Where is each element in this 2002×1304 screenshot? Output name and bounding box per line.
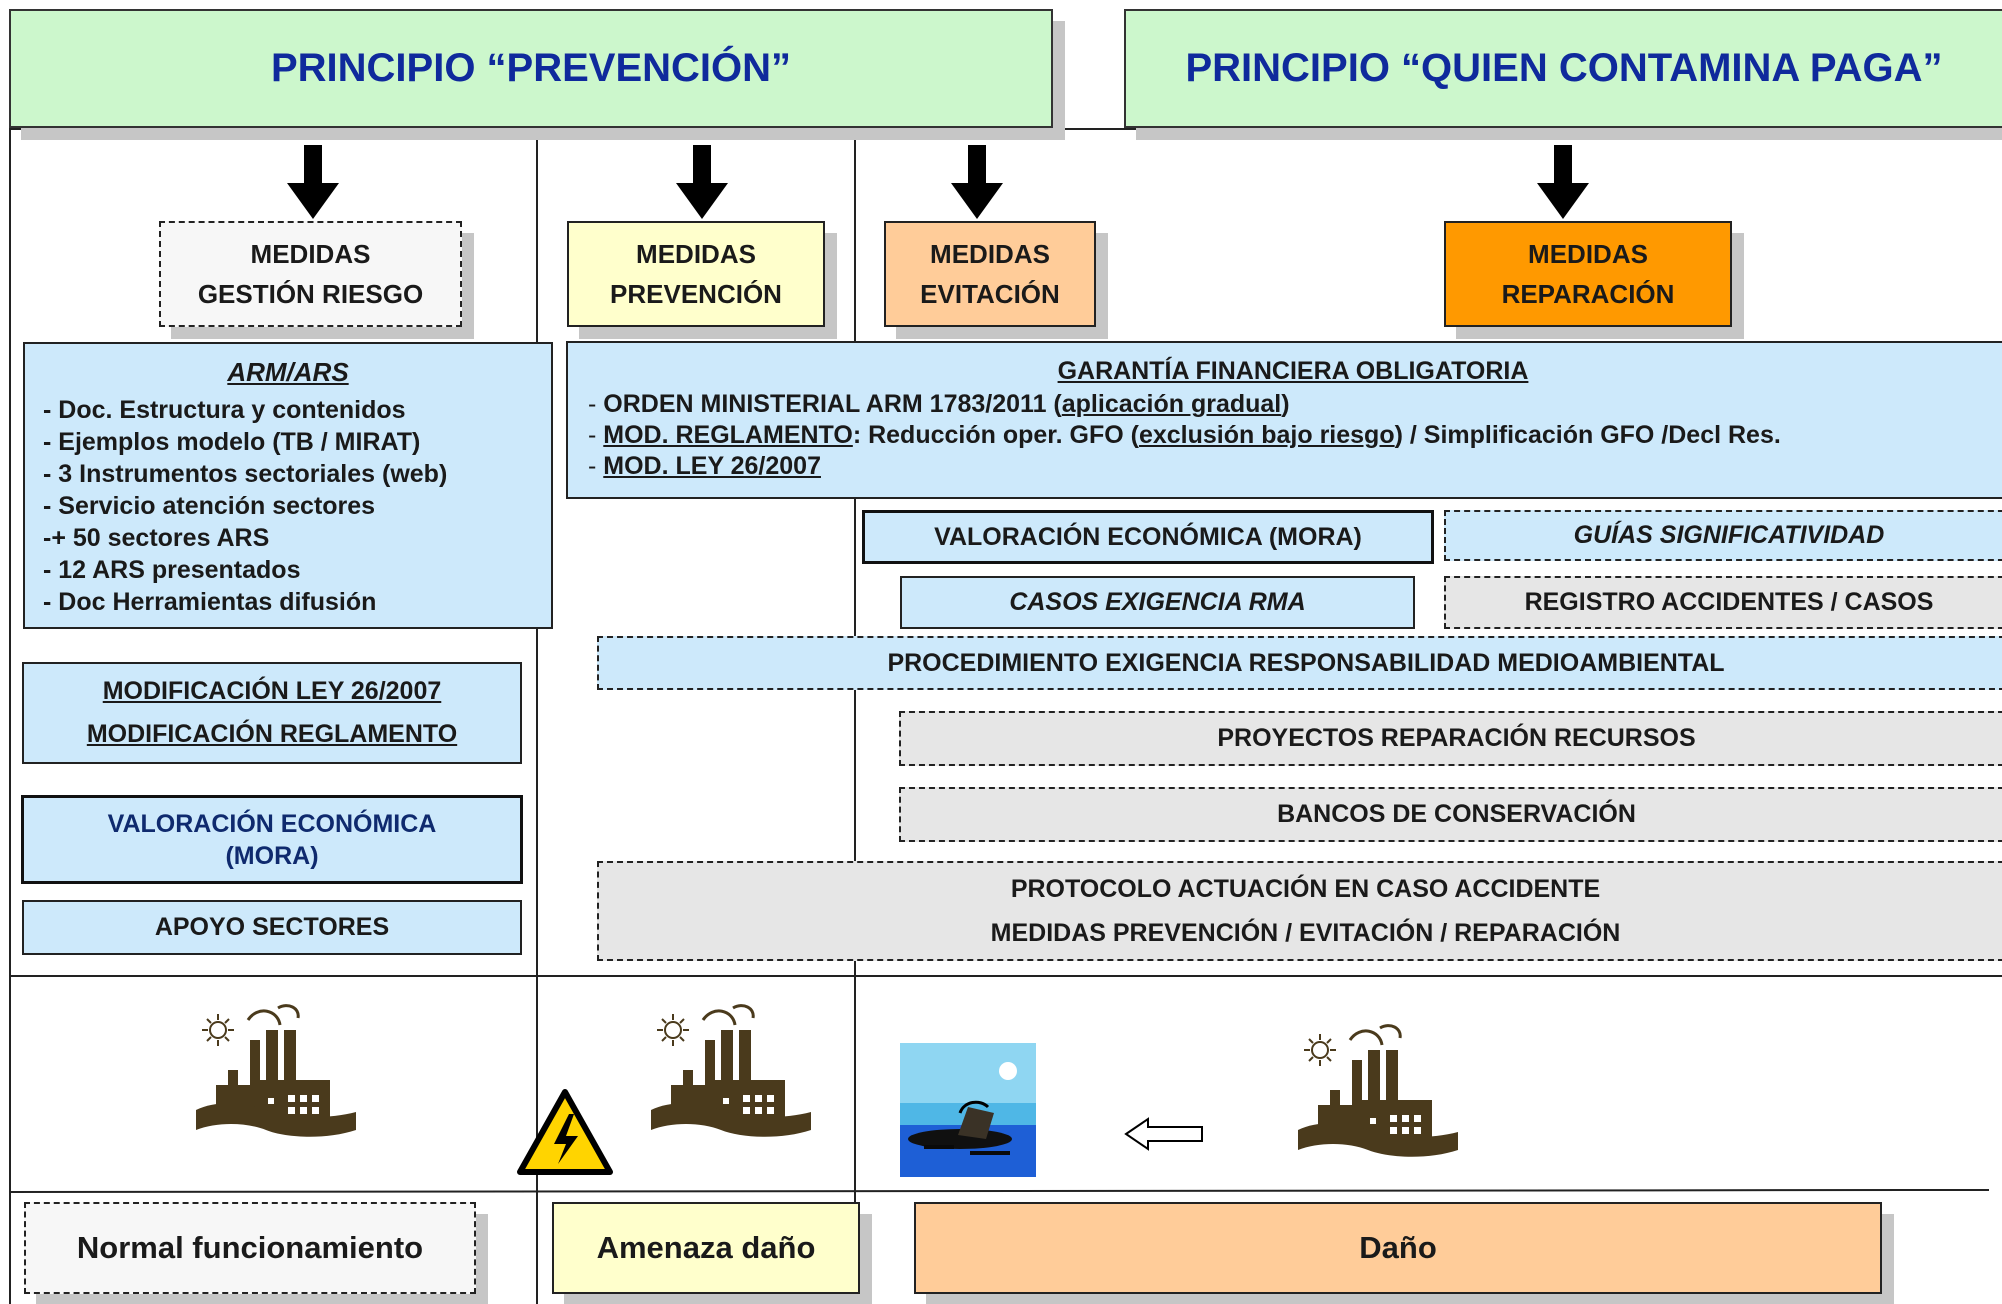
factory-icon (1298, 1024, 1458, 1157)
header-principio-quien-contamina: PRINCIPIO “QUIEN CONTAMINA PAGA” (1124, 9, 2002, 128)
bancos-label: BANCOS DE CONSERVACIÓN (1277, 800, 1636, 828)
list-item: - 3 Instrumentos sectoriales (web) (43, 460, 448, 488)
frame-top-line (9, 128, 2002, 130)
frame-left-line (9, 128, 11, 1304)
apoyo-sectores-label: APOYO SECTORES (154, 913, 390, 941)
procedimiento-exigencia-box: PROCEDIMIENTO EXIGENCIA RESPONSABILIDAD … (597, 636, 2002, 690)
modificacion-box: MODIFICACIÓN LEY 26/2007 MODIFICACIÓN RE… (22, 662, 522, 764)
header-principio-prevencion: PRINCIPIO “PREVENCIÓN” (9, 9, 1053, 128)
valoracion-left-label-2: (MORA) (225, 841, 319, 870)
medidas-prevencion-label-1: MEDIDAS (636, 239, 756, 269)
medidas-gestion-label-2: GESTIÓN RIESGO (197, 279, 424, 309)
procedimiento-label: PROCEDIMIENTO EXIGENCIA RESPONSABILIDAD … (887, 648, 1725, 677)
medidas-gestion-riesgo-box: MEDIDAS GESTIÓN RIESGO (159, 221, 462, 327)
valoracion-mora-label: VALORACIÓN ECONÓMICA (MORA) (934, 522, 1362, 551)
high-voltage-icon (517, 1089, 613, 1175)
left-arrow-icon (1124, 1117, 1203, 1151)
protocolo-line-2: MEDIDAS PREVENCIÓN / EVITACIÓN / REPARAC… (990, 918, 1621, 947)
list-item: - 12 ARS presentados (43, 556, 301, 584)
mod-reglamento-label: MOD. REGLAMENTO (603, 421, 853, 449)
down-arrow-icon (1537, 145, 1589, 219)
medidas-evitacion-label-1: MEDIDAS (930, 239, 1050, 269)
proyectos-reparacion-box: PROYECTOS REPARACIÓN RECURSOS (899, 711, 2002, 766)
down-arrow-icon (951, 145, 1003, 219)
stage-normal-funcionamiento: Normal funcionamiento (24, 1202, 476, 1294)
protocolo-actuacion-box: PROTOCOLO ACTUACIÓN EN CASO ACCIDENTE ME… (597, 861, 2002, 961)
garantia-line-3: - MOD. LEY 26/2007 (588, 451, 2002, 482)
guias-significatividad-box: GUÍAS SIGNIFICATIVIDAD (1444, 510, 2002, 561)
medidas-reparacion-box: MEDIDAS REPARACIÓN (1444, 221, 1732, 327)
modificacion-reglamento-label: MODIFICACIÓN REGLAMENTO (86, 720, 458, 748)
valoracion-economica-left-box: VALORACIÓN ECONÓMICA (MORA) (21, 795, 523, 884)
modificacion-ley-label: MODIFICACIÓN LEY 26/2007 (102, 677, 442, 705)
frame-mid-line (9, 975, 2002, 977)
stage-dano: Daño (914, 1202, 1882, 1294)
registro-accidentes-box: REGISTRO ACCIDENTES / CASOS (1444, 576, 2002, 629)
factory-icon (651, 1004, 811, 1137)
valoracion-mora-box: VALORACIÓN ECONÓMICA (MORA) (862, 510, 1434, 564)
guias-label: GUÍAS SIGNIFICATIVIDAD (1573, 521, 1885, 549)
garantia-dash: - (588, 421, 604, 449)
stage-amenaza-dano: Amenaza daño (552, 1202, 860, 1294)
list-item: - Ejemplos modelo (TB / MIRAT) (43, 428, 421, 456)
mod-ley-label: MOD. LEY 26/2007 (603, 452, 821, 480)
medidas-prevencion-label-2: PREVENCIÓN (610, 279, 782, 309)
garantia-financiera-box: GARANTÍA FINANCIERA OBLIGATORIA - ORDEN … (566, 341, 2002, 499)
header-prevencion-text: PRINCIPIO “PREVENCIÓN” (270, 46, 792, 90)
frame-divider-2 (854, 128, 856, 1304)
protocolo-line-1: PROTOCOLO ACTUACIÓN EN CASO ACCIDENTE (1010, 874, 1601, 903)
frame-divider-1 (536, 128, 538, 1304)
oil-spill-icon (900, 1043, 1036, 1177)
list-item: -+ 50 sectores ARS (43, 524, 270, 552)
garantia-dash: - (588, 452, 604, 480)
frame-bottom-line (8, 1188, 1990, 1194)
garantia-dash: - (588, 390, 604, 418)
stage-amenaza-label: Amenaza daño (596, 1230, 816, 1265)
garantia-line1-end: ) (1281, 390, 1290, 418)
medidas-evitacion-box: MEDIDAS EVITACIÓN (884, 221, 1096, 327)
medidas-reparacion-label-1: MEDIDAS (1528, 239, 1648, 269)
exclusion-bajo-riesgo-label: exclusión bajo riesgo (1138, 421, 1395, 449)
factory-icon (196, 1004, 356, 1137)
list-item: - Doc Herramientas difusión (43, 588, 377, 616)
garantia-line-1: - ORDEN MINISTERIAL ARM 1783/2011 (aplic… (588, 389, 2002, 420)
stage-dano-label: Daño (1359, 1230, 1437, 1265)
apoyo-sectores-box: APOYO SECTORES (22, 900, 522, 955)
valoracion-left-label-1: VALORACIÓN ECONÓMICA (107, 809, 437, 838)
arm-ars-title: ARM/ARS (227, 357, 349, 387)
garantia-title: GARANTÍA FINANCIERA OBLIGATORIA (1057, 357, 1529, 385)
medidas-evitacion-label-2: EVITACIÓN (920, 279, 1060, 309)
list-item: - Doc. Estructura y contenidos (43, 396, 406, 424)
garantia-line1-text: ORDEN MINISTERIAL ARM 1783/2011 ( (603, 390, 1062, 418)
arm-ars-box: ARM/ARS - Doc. Estructura y contenidos -… (23, 342, 553, 629)
down-arrow-icon (676, 145, 728, 219)
header-quien-contamina-text: PRINCIPIO “QUIEN CONTAMINA PAGA” (1185, 46, 1943, 90)
stage-normal-label: Normal funcionamiento (76, 1230, 424, 1265)
medidas-gestion-label-1: MEDIDAS (250, 239, 371, 269)
aplicacion-gradual-label: aplicación gradual (1061, 390, 1282, 418)
garantia-line-2: - MOD. REGLAMENTO: Reducción oper. GFO (… (588, 420, 2002, 451)
registro-label: REGISTRO ACCIDENTES / CASOS (1524, 588, 1934, 616)
casos-exigencia-rma-box: CASOS EXIGENCIA RMA (900, 576, 1415, 629)
garantia-line2-text1: : Reducción oper. GFO ( (852, 421, 1139, 449)
garantia-line2-text2: ) / Simplificación GFO /Decl Res. (1394, 421, 1781, 449)
proyectos-label: PROYECTOS REPARACIÓN RECURSOS (1217, 724, 1696, 752)
down-arrow-icon (287, 145, 339, 219)
bancos-conservacion-box: BANCOS DE CONSERVACIÓN (899, 787, 2002, 842)
medidas-prevencion-box: MEDIDAS PREVENCIÓN (567, 221, 825, 327)
list-item: - Servicio atención sectores (43, 492, 376, 520)
medidas-reparacion-label-2: REPARACIÓN (1501, 279, 1675, 309)
casos-rma-label: CASOS EXIGENCIA RMA (1009, 588, 1306, 616)
arm-ars-list: - Doc. Estructura y contenidos - Ejemplo… (43, 394, 551, 618)
